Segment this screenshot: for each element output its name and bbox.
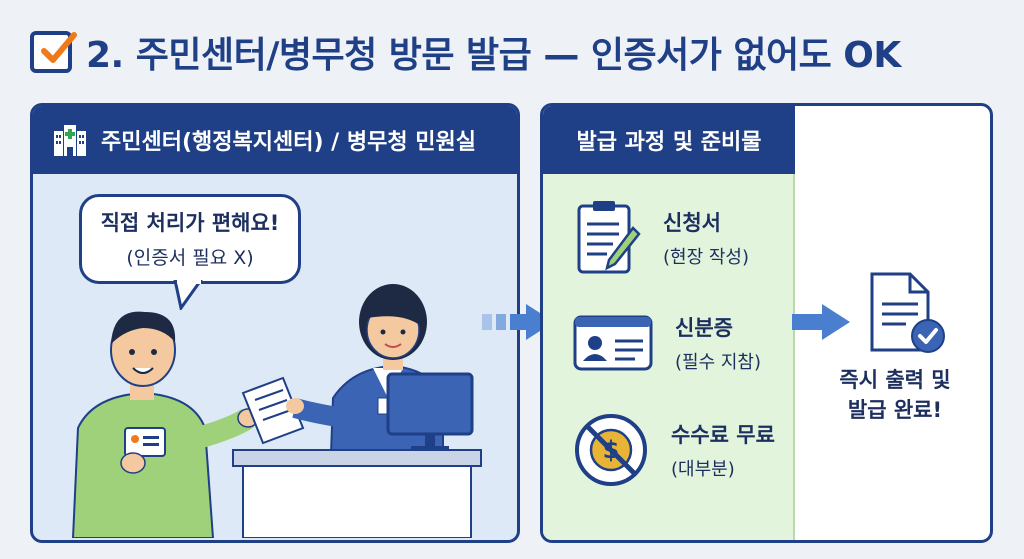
bubble-tail xyxy=(173,280,203,310)
no-coin-icon: $ xyxy=(575,414,647,486)
building-icon xyxy=(54,125,86,156)
step-title: 신청서 xyxy=(663,211,721,235)
step-subtitle: (대부분) xyxy=(671,459,735,480)
result-line-2: 발급 완료! xyxy=(847,398,943,422)
process-panel-header: 발급 과정 및 준비물 xyxy=(543,106,795,174)
speech-bubble: 직접 처리가 편해요! (인증서 필요 X) xyxy=(79,194,301,284)
checkbox-icon xyxy=(30,31,77,73)
office-scene-illustration xyxy=(71,284,482,538)
id-card-icon xyxy=(573,315,653,371)
step-subtitle: (현장 작성) xyxy=(663,247,750,268)
step-id-card: 신분증 (필수 지참) xyxy=(573,312,761,374)
office-panel-title: 주민센터(행정복지센터) / 병무청 민원실 xyxy=(101,130,476,155)
office-panel-header: 주민센터(행정복지센터) / 병무청 민원실 xyxy=(33,106,517,174)
issued-document-icon xyxy=(870,272,945,353)
clipboard-pen-icon xyxy=(577,201,641,274)
step-title: 수수료 무료 xyxy=(671,423,775,447)
arrow-right-icon xyxy=(792,304,850,340)
result-text: 즉시 출력 및 발급 완료! xyxy=(820,365,970,425)
office-panel: 주민센터(행정복지센터) / 병무청 민원실 직접 처리가 편해요! (인증서 … xyxy=(30,103,520,543)
service-counter xyxy=(232,449,482,538)
page-title: 2. 주민센터/병무청 방문 발급 — 인증서가 없어도 OK xyxy=(86,35,901,76)
bubble-line-1: 직접 처리가 편해요! xyxy=(100,211,280,235)
step-subtitle: (필수 지참) xyxy=(675,352,762,373)
document-paper xyxy=(241,376,305,445)
step-application-form: 신청서 (현장 작성) xyxy=(573,198,749,278)
title-row: 2. 주민센터/병무청 방문 발급 — 인증서가 없어도 OK xyxy=(30,22,901,82)
step-fee-free: $ 수수료 무료 (대부분) xyxy=(573,412,775,488)
citizen-figure xyxy=(71,311,259,538)
step-title: 신분증 xyxy=(675,316,733,340)
bubble-line-2: (인증서 필요 X) xyxy=(126,247,254,269)
result-line-1: 즉시 출력 및 xyxy=(839,368,951,392)
